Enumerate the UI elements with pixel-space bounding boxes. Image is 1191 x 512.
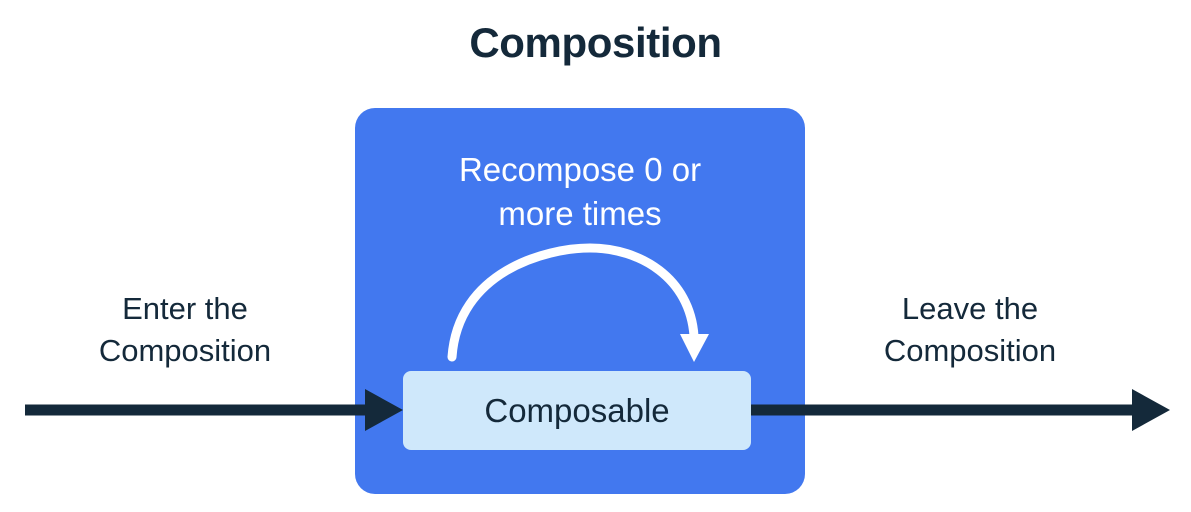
enter-composition-label: Enter the Composition [98,291,272,368]
page-title: Composition [469,19,722,66]
composable-label: Composable [484,391,670,429]
leave-composition-arrow [751,389,1170,431]
enter-composition-arrow [25,389,403,431]
composable-node: Composable [403,371,751,450]
leave-composition-label: Leave the Composition [883,291,1057,368]
recompose-label: Recompose 0 or more times [458,151,702,232]
